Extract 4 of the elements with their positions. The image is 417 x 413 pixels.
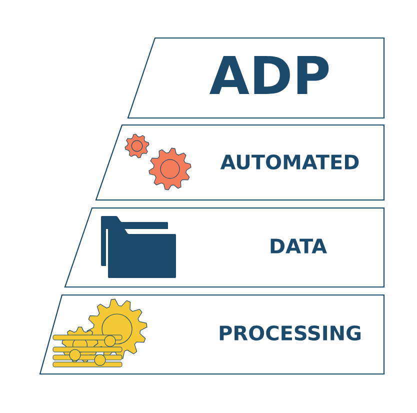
band: ADP bbox=[127, 37, 385, 119]
band: PROCESSING bbox=[39, 294, 385, 375]
band: DATA bbox=[64, 207, 385, 288]
band: AUTOMATED bbox=[95, 124, 385, 201]
